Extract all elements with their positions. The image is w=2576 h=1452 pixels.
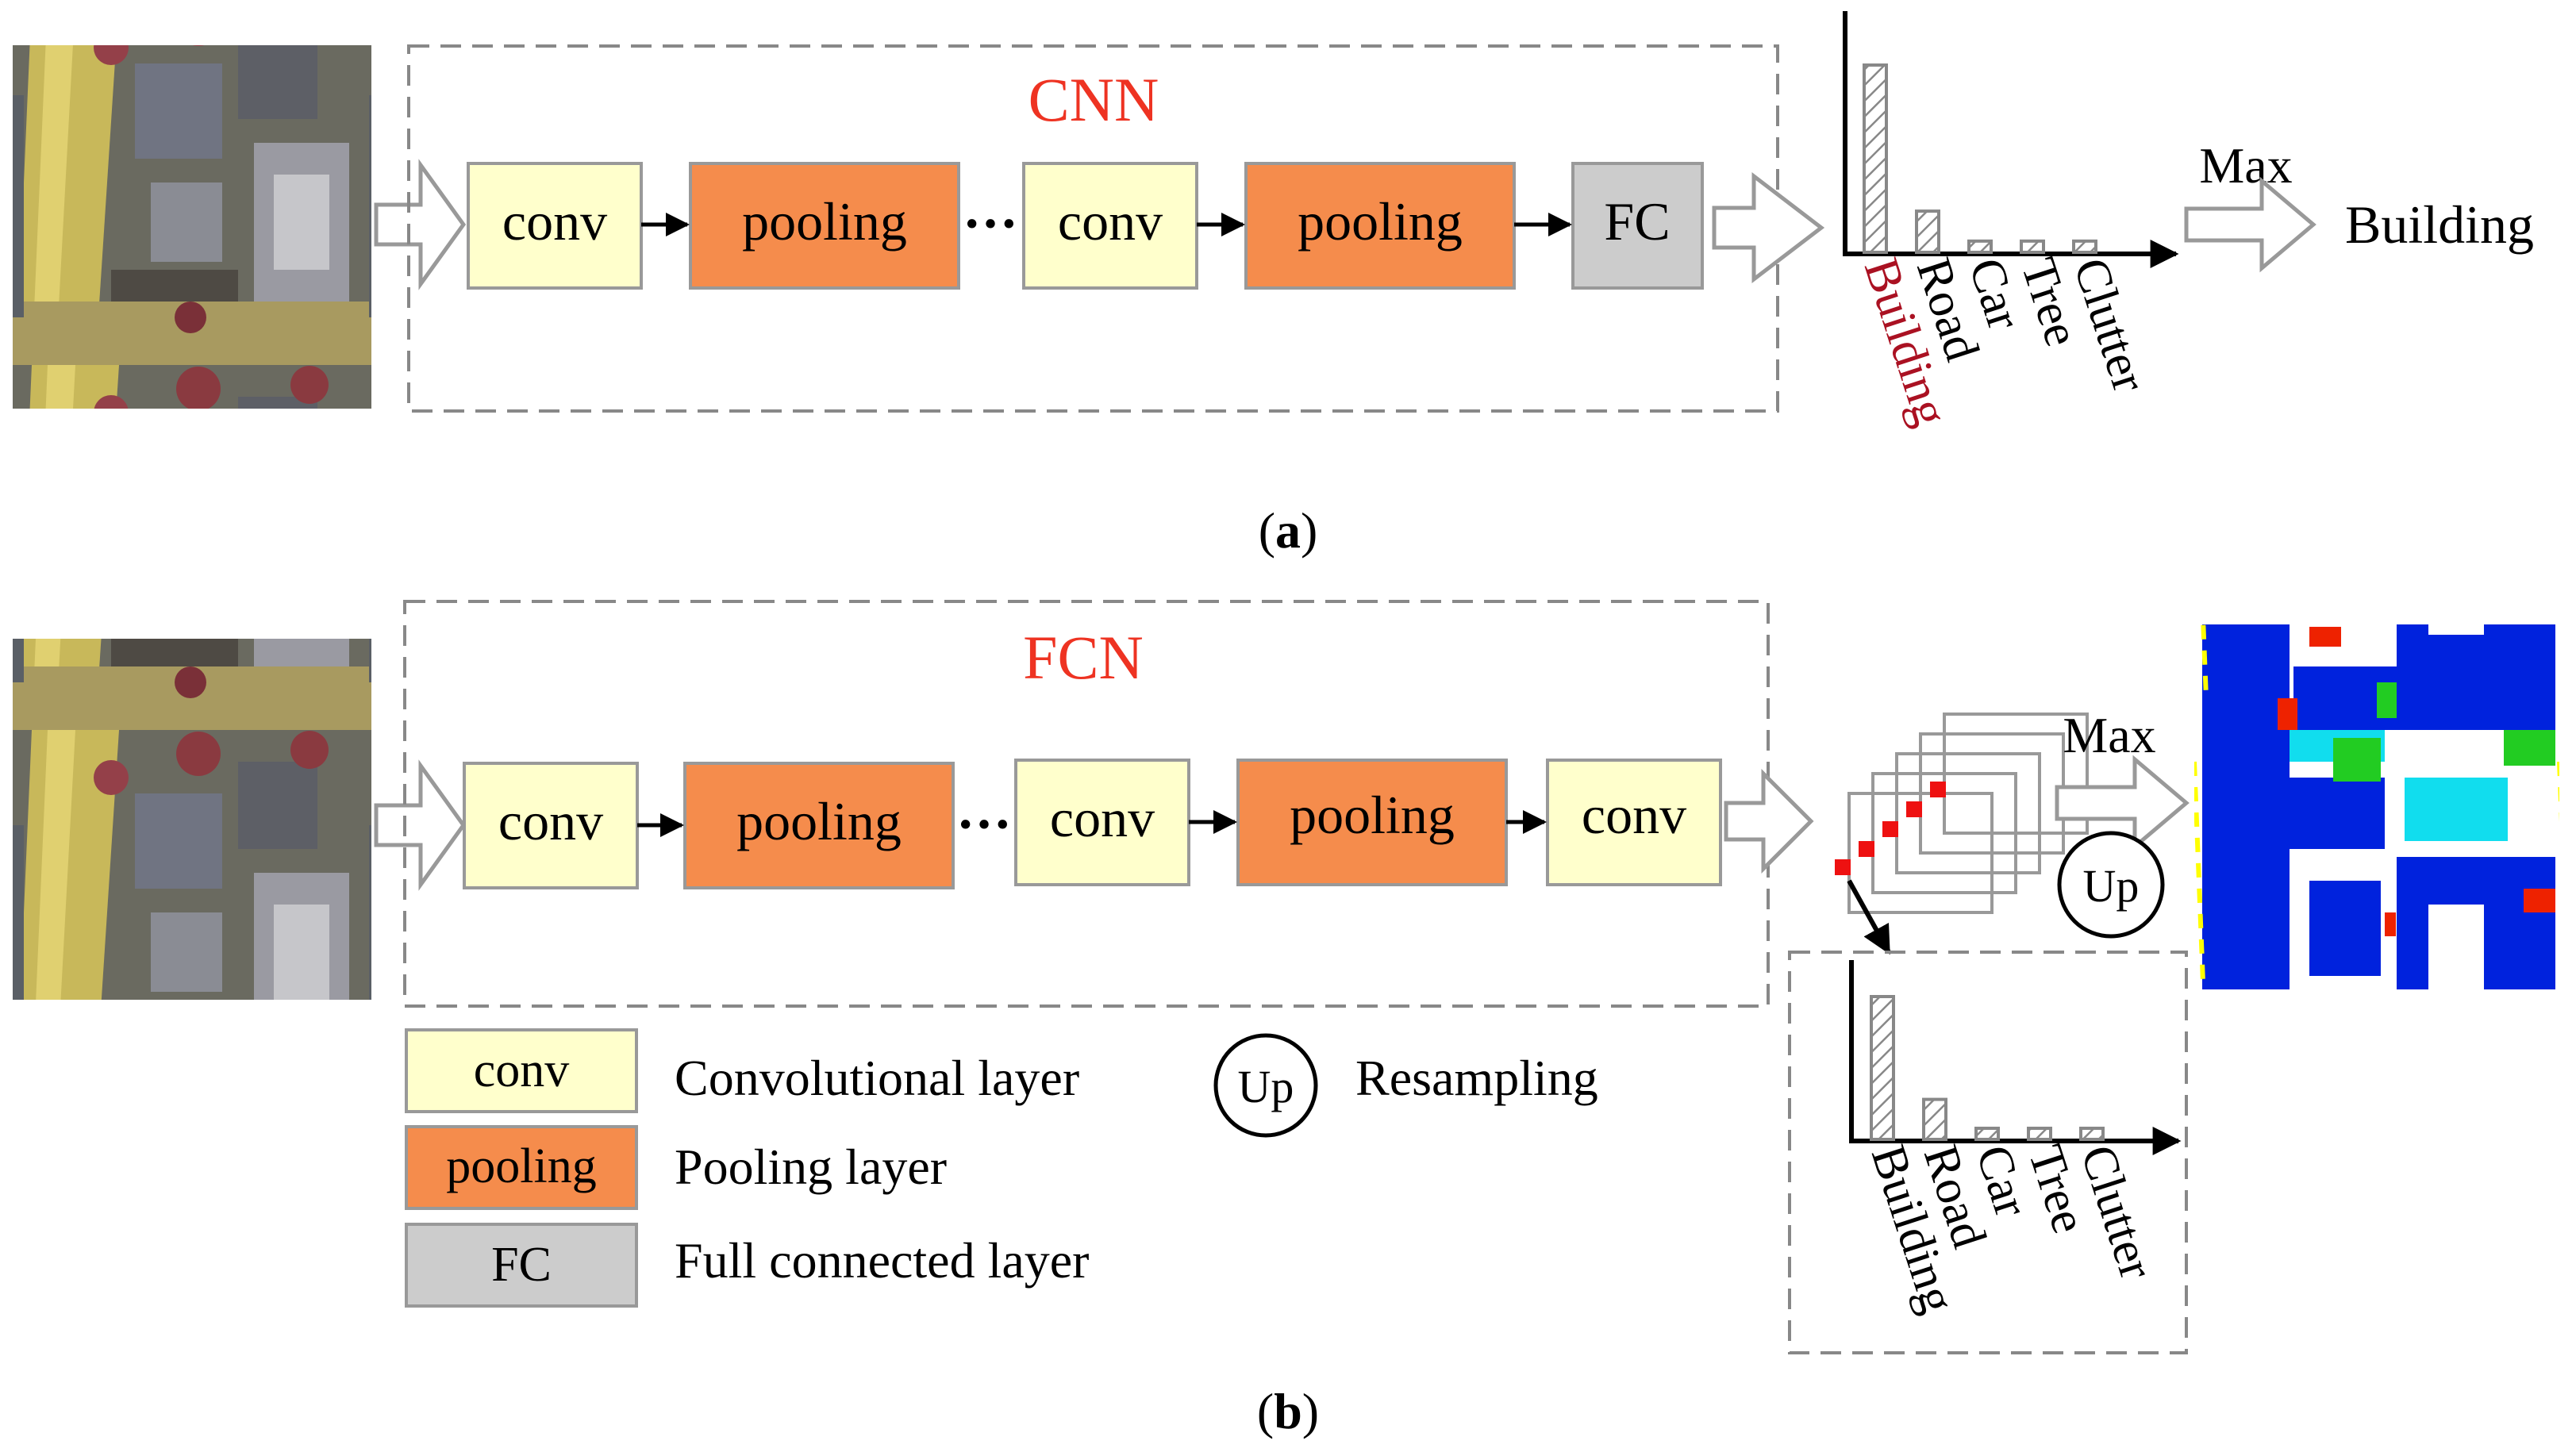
panel-a-block-pooling-1-label: pooling <box>742 191 907 252</box>
panel-a-caption-open: ( <box>1259 502 1275 559</box>
panel-a-hist-bars <box>1863 63 2097 254</box>
legend: conv Convolutional layer pooling Pooling… <box>405 1028 1598 1308</box>
legend-swatch-conv <box>405 1028 638 1113</box>
panel-b-hist-bar-car <box>1974 1127 2000 1141</box>
panel-b-blocks: conv pooling conv pooling conv <box>463 759 1722 889</box>
panel-a-max-label: Max <box>2199 137 2292 194</box>
legend-fc-description: Full connected layer <box>675 1232 1089 1289</box>
panel-a-input-arrow <box>374 159 467 290</box>
feature-map-pixel <box>1859 841 1874 857</box>
legend-swatch-pooling-label: pooling <box>446 1139 596 1193</box>
panel-b-block-conv-2 <box>1014 759 1190 886</box>
panel-b-caption-letter: b <box>1274 1383 1302 1439</box>
panel-b-up-label: Up <box>2083 860 2140 912</box>
panel-b-block-conv-3-label: conv <box>1582 785 1686 845</box>
panel-b-block-pooling-2 <box>1236 759 1508 886</box>
legend-up-circle <box>1213 1033 1318 1138</box>
panel-b-output-arrow <box>1724 768 1814 874</box>
panel-a-caption-close: ) <box>1301 502 1317 559</box>
panel-a-input-image <box>13 45 371 409</box>
panel-b-caption: (b) <box>1257 1383 1319 1439</box>
panel-a: CNN conv pooling conv pooling FC ··· Bui… <box>13 11 2534 559</box>
panel-b-title: FCN <box>1023 623 1144 692</box>
panel-b-block-pooling-1 <box>683 762 955 889</box>
panel-b-hist-bar-tree <box>2027 1127 2052 1141</box>
panel-a-blocks: conv pooling conv pooling FC <box>467 162 1704 290</box>
panel-b-input-image <box>13 639 371 1000</box>
panel-a-block-fc <box>1571 162 1704 290</box>
panel-a-caption-letter: a <box>1275 502 1301 559</box>
panel-b-input-arrow <box>374 759 467 891</box>
legend-swatch-fc-label: FC <box>491 1238 552 1292</box>
panel-b-block-conv-2-label: conv <box>1050 788 1155 848</box>
panel-a-output-arrow <box>1712 171 1825 284</box>
panel-a-block-fc-label: FC <box>1604 191 1670 252</box>
panel-b-block-conv-3 <box>1546 759 1722 886</box>
panel-a-block-pooling-2 <box>1244 162 1516 290</box>
panel-b-up-circle <box>2057 831 2165 939</box>
panel-a-hist-bar-road <box>1915 209 1940 254</box>
feature-map-pixel <box>1882 821 1898 837</box>
legend-swatch-pooling <box>405 1125 638 1210</box>
panel-a-result-label: Building <box>2345 194 2534 255</box>
feature-map-pointer-arrow <box>1847 879 1891 955</box>
feature-map-layer <box>1871 772 2017 894</box>
panel-a-block-conv-2-label: conv <box>1058 191 1163 252</box>
panel-a-cnn-frame <box>407 44 1779 413</box>
legend-up-label: Up <box>1238 1061 1294 1112</box>
legend-conv-description: Convolutional layer <box>675 1050 1079 1106</box>
panel-a-block-pooling-1 <box>689 162 960 290</box>
panel-b-ellipsis: ··· <box>956 794 1012 855</box>
panel-a-ellipsis: ··· <box>963 194 1018 255</box>
legend-pooling-description: Pooling layer <box>675 1139 947 1195</box>
panel-a-title: CNN <box>1028 65 1159 134</box>
feature-map-pixel <box>1906 801 1922 817</box>
panel-b-caption-close: ) <box>1302 1383 1319 1439</box>
feature-map-layer <box>1895 752 2041 874</box>
panel-b-block-conv-1 <box>463 762 639 889</box>
panel-a-hist-bar-clutter <box>2072 239 2097 254</box>
legend-swatch-conv-label: conv <box>474 1043 570 1097</box>
panel-b-block-pooling-2-label: pooling <box>1290 785 1455 845</box>
panel-a-hist-bar-car <box>1967 239 1993 254</box>
panel-b-max-label: Max <box>2063 707 2155 763</box>
panel-b-caption-open: ( <box>1257 1383 1274 1439</box>
legend-up-description: Resampling <box>1355 1050 1598 1106</box>
panel-a-block-conv-2 <box>1022 162 1198 290</box>
panel-a-block-conv-1-label: conv <box>502 191 607 252</box>
panel-b-hist-bar-road <box>1922 1097 1947 1141</box>
panel-a-block-pooling-2-label: pooling <box>1298 191 1463 252</box>
panel-b-block-conv-1-label: conv <box>498 791 603 851</box>
panel-b-segmentation-map <box>2194 624 2559 989</box>
panel-a-caption: (a) <box>1259 502 1318 559</box>
feature-map-pixel <box>1930 782 1946 797</box>
panel-b-max-arrow <box>2055 755 2190 851</box>
legend-swatch-fc <box>405 1223 638 1308</box>
panel-b-histogram-frame <box>1788 951 2188 1354</box>
panel-a-hist-bar-tree <box>2020 239 2045 254</box>
panel-b: FCN conv pooling conv pooling conv ··· <box>13 600 2559 1439</box>
panel-b-hist-bar-building <box>1870 995 1895 1141</box>
panel-b-block-pooling-1-label: pooling <box>736 791 902 851</box>
panel-a-hist-bar-building <box>1863 63 1888 254</box>
feature-map-layer <box>1847 792 1994 914</box>
feature-map-pixel <box>1835 859 1851 875</box>
panel-a-max-arrow <box>2184 176 2316 273</box>
panel-b-hist-bars <box>1870 995 2105 1141</box>
panel-b-feature-map-stack <box>1835 713 2089 955</box>
panel-b-hist-bar-clutter <box>2079 1127 2105 1141</box>
